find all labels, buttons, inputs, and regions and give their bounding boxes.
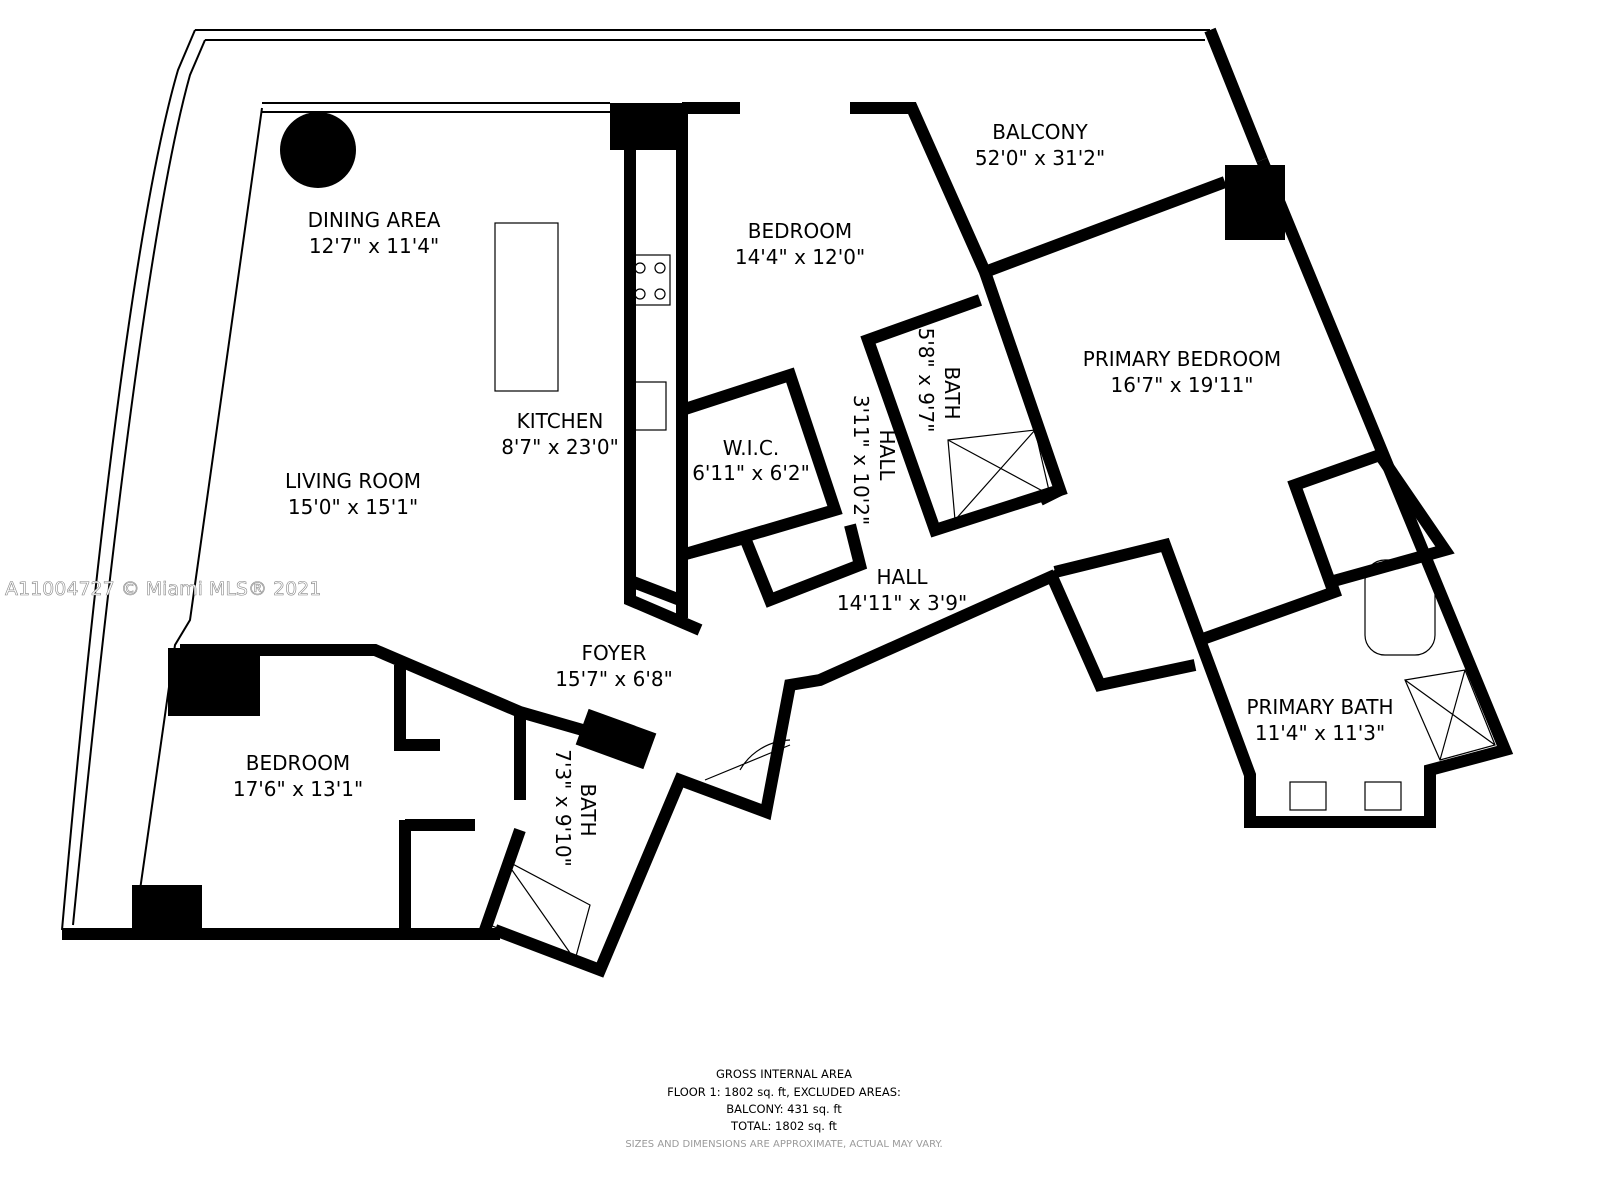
area-balcony: BALCONY: 431 sq. ft: [726, 1102, 842, 1116]
hall-dims: 14'11" x 3'9": [837, 591, 967, 615]
foyer-label: FOYER: [582, 641, 647, 665]
bathtub: [1364, 559, 1436, 656]
balcony-label: BALCONY: [992, 120, 1088, 144]
fixtures: [489, 222, 1496, 961]
hall-vertical-dims: 3'11" x 10'2": [849, 395, 873, 525]
bedroom-2-dims: 17'6" x 13'1": [233, 777, 363, 801]
foyer-dims: 15'7" x 6'8": [555, 667, 673, 691]
wic-label: W.I.C.: [723, 436, 779, 460]
hall-label: HALL: [876, 565, 928, 589]
bedroom-dims: 14'4" x 12'0": [735, 245, 865, 269]
bath-2-dims: 7'3" x 9'10": [551, 749, 575, 867]
bath-dims: 5'8" x 9'7": [914, 328, 938, 433]
dining-label: DINING AREA: [308, 208, 441, 232]
kitchen-dims: 8'7" x 23'0": [501, 435, 619, 459]
bath-label: BATH: [940, 366, 964, 419]
area-total: TOTAL: 1802 sq. ft: [730, 1119, 837, 1133]
area-floor: FLOOR 1: 1802 sq. ft, EXCLUDED AREAS:: [667, 1085, 901, 1099]
shower: [489, 859, 591, 961]
cooktop: [629, 254, 671, 306]
hall-vertical-label: HALL: [875, 429, 899, 481]
dining-dims: 12'7" x 11'4": [309, 234, 439, 258]
wic-dims: 6'11" x 6'2": [692, 461, 810, 485]
area-summary: GROSS INTERNAL AREA FLOOR 1: 1802 sq. ft…: [625, 1067, 942, 1150]
primary-bedroom-label: PRIMARY BEDROOM: [1083, 347, 1281, 371]
kitchen-sink: [631, 381, 667, 431]
primary-bath-dims: 11'4" x 11'3": [1255, 721, 1385, 745]
entry-door: [704, 739, 791, 781]
balcony-dims: 52'0" x 31'2": [975, 146, 1105, 170]
living-room-dims: 15'0" x 15'1": [288, 495, 418, 519]
bath-2-label: BATH: [576, 783, 600, 836]
bedroom-label: BEDROOM: [748, 219, 852, 243]
sink: [1364, 781, 1402, 811]
room-labels: BALCONY 52'0" x 31'2" DINING AREA 12'7" …: [233, 120, 1394, 867]
disclaimer: SIZES AND DIMENSIONS ARE APPROXIMATE, AC…: [625, 1139, 942, 1150]
shower: [1404, 669, 1496, 761]
primary-bath-label: PRIMARY BATH: [1246, 695, 1393, 719]
shower: [947, 429, 1051, 521]
kitchen-island: [494, 222, 559, 392]
primary-bedroom-dims: 16'7" x 19'11": [1110, 373, 1253, 397]
watermark: A11004727 © Miami MLS® 2021: [5, 578, 321, 600]
kitchen-label: KITCHEN: [517, 409, 604, 433]
balcony-outline: [61, 27, 1268, 940]
living-room-label: LIVING ROOM: [285, 469, 421, 493]
sink: [1289, 781, 1327, 811]
area-title: GROSS INTERNAL AREA: [716, 1067, 852, 1081]
bedroom-2-label: BEDROOM: [246, 751, 350, 775]
walls: [132, 102, 1514, 978]
